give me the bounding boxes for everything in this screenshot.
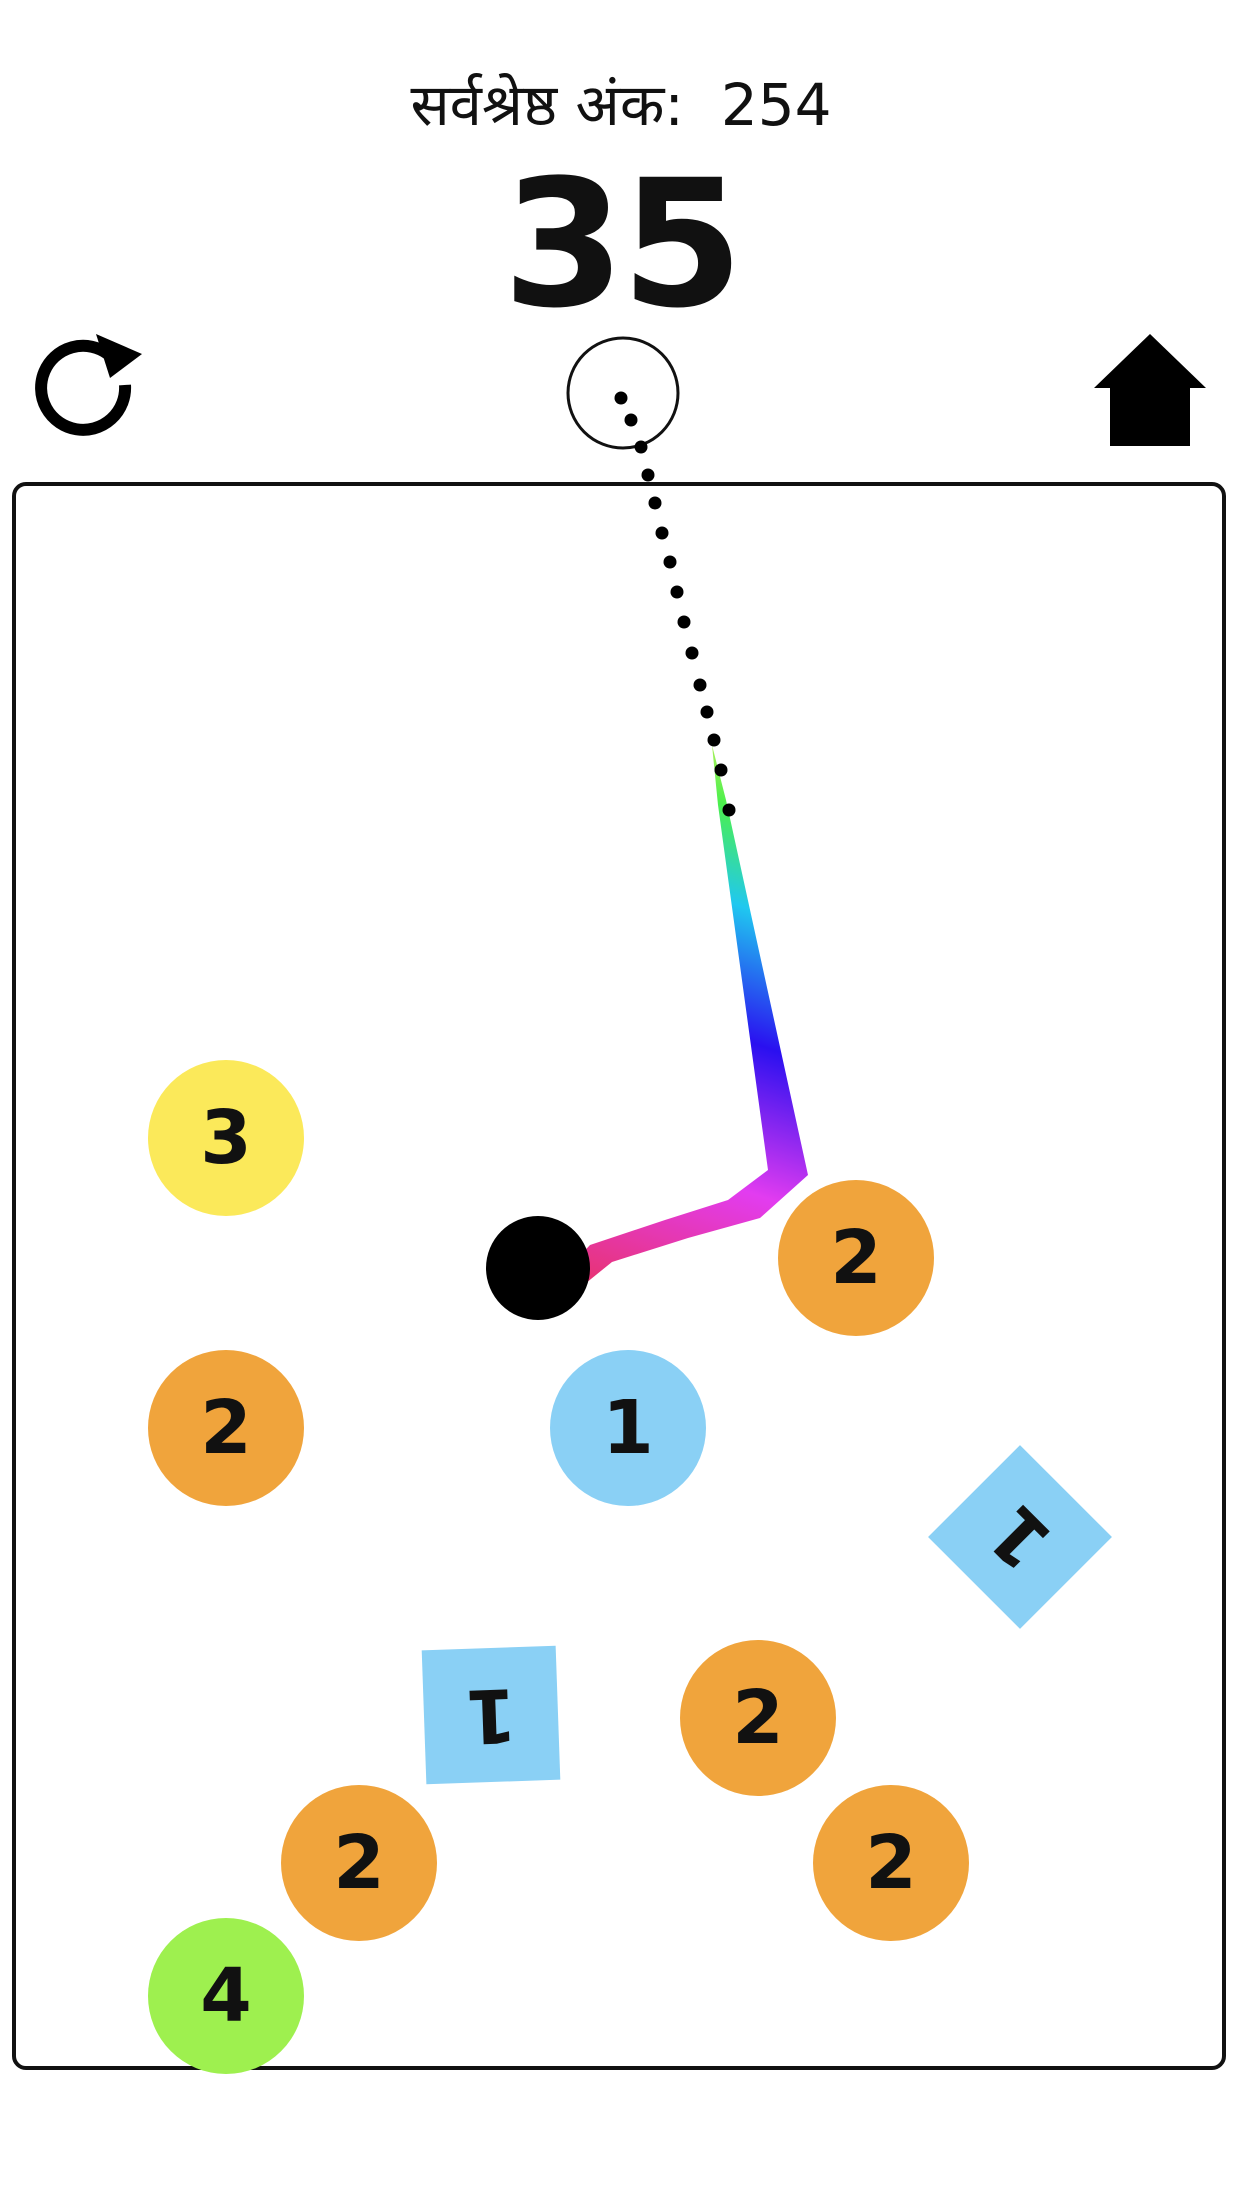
home-icon — [1094, 334, 1206, 446]
launcher-circle-icon — [566, 336, 680, 450]
play-area[interactable] — [12, 482, 1226, 2070]
aim-dots — [614, 391, 736, 817]
target-count: 2 — [732, 1675, 784, 1761]
target-count: 1 — [971, 1488, 1069, 1586]
target-circle: 4 — [148, 1918, 304, 2074]
target-circle: 1 — [550, 1350, 706, 1506]
ball — [486, 1216, 590, 1320]
target-count: 1 — [602, 1385, 654, 1471]
restart-icon — [35, 334, 142, 436]
target-count: 2 — [200, 1385, 252, 1471]
target-square: 1 — [421, 1645, 561, 1785]
target-count: 2 — [333, 1820, 385, 1906]
target-count: 2 — [830, 1215, 882, 1301]
best-score: सर्वश्रेष्ठ अंक: 254 — [0, 60, 1242, 150]
current-score: 35 — [502, 142, 744, 347]
ball-trail — [548, 745, 808, 1300]
target-count: 1 — [463, 1671, 519, 1759]
target-circle: 2 — [148, 1350, 304, 1506]
home-button[interactable] — [1090, 330, 1210, 450]
restart-button[interactable] — [30, 330, 150, 450]
target-circle: 3 — [148, 1060, 304, 1216]
best-score-value: 254 — [720, 71, 832, 139]
target-circle: 2 — [778, 1180, 934, 1336]
best-score-label: सर्वश्रेष्ठ अंक: — [410, 71, 684, 139]
target-circle: 2 — [281, 1785, 437, 1941]
target-count: 4 — [200, 1953, 252, 2039]
target-count: 2 — [865, 1820, 917, 1906]
target-circle: 2 — [813, 1785, 969, 1941]
target-circle: 2 — [680, 1640, 836, 1796]
target-count: 3 — [200, 1095, 252, 1181]
